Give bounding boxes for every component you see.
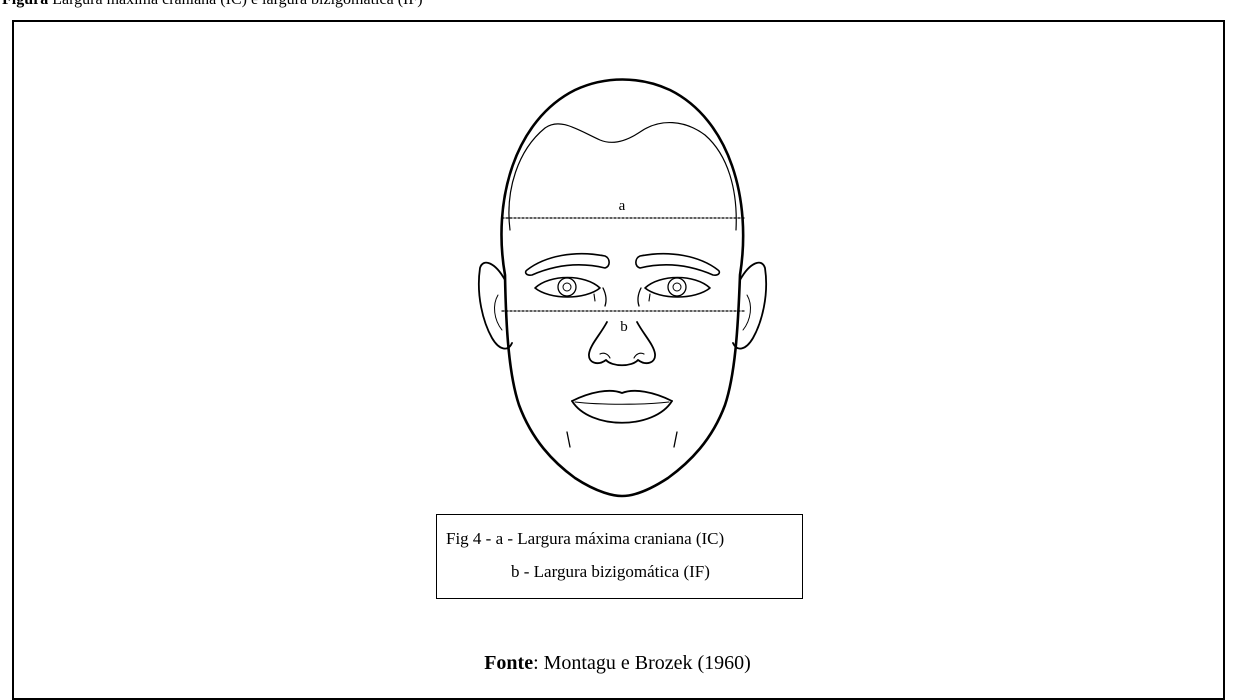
right-eyebrow: [636, 254, 720, 275]
legend-line-a: Fig 4 - a - Largura máxima craniana (IC): [446, 529, 724, 549]
legend-line-b: b - Largura bizigomática (IF): [511, 562, 710, 582]
source-label: Fonte: [484, 652, 533, 674]
left-eyebrow: [526, 254, 610, 275]
right-eye: [645, 278, 710, 298]
left-eye: [535, 278, 600, 298]
legend-box: Fig 4 - a - Largura máxima craniana (IC)…: [436, 514, 803, 599]
measurement-label-a: a: [619, 198, 626, 214]
figure-source: Fonte: Montagu e Brozek (1960): [0, 652, 1235, 675]
measurement-label-b: b: [620, 319, 628, 335]
head-outline: [501, 80, 743, 497]
mouth-upper: [572, 391, 672, 401]
source-text: : Montagu e Brozek (1960): [533, 652, 751, 674]
